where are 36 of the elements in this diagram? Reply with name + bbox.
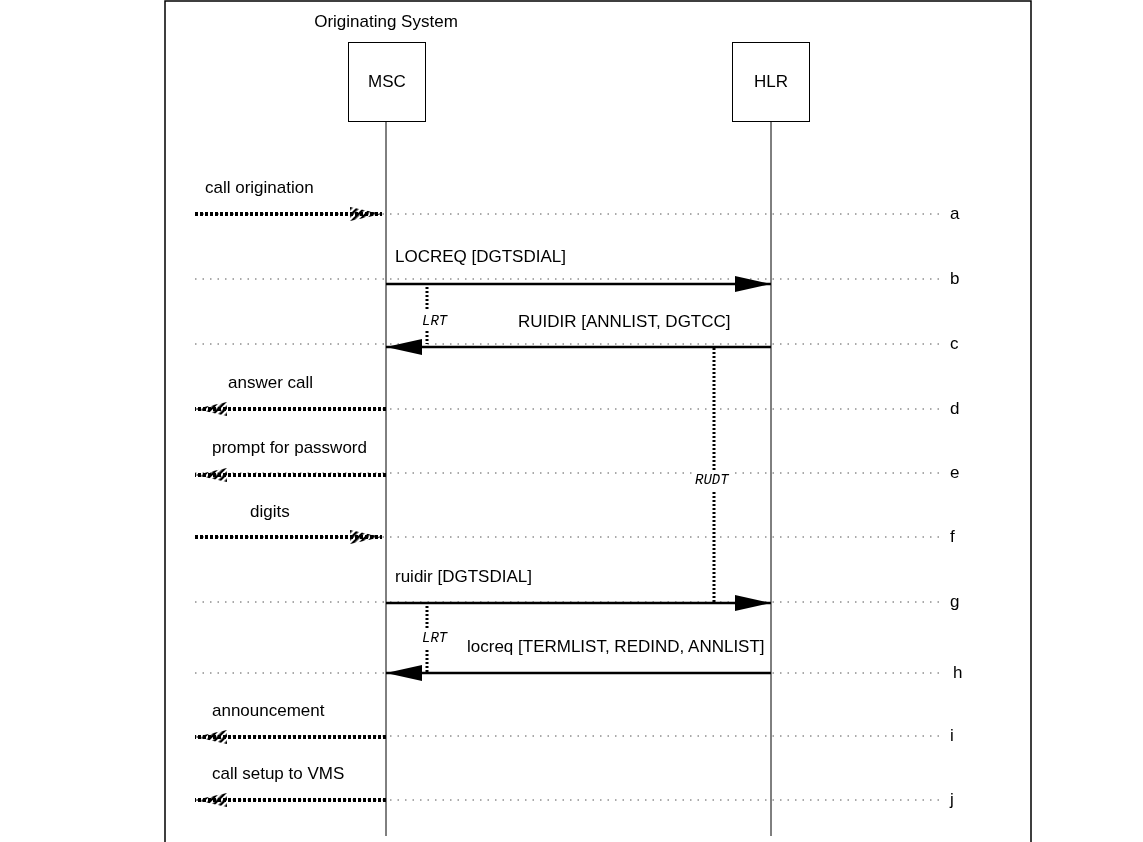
row-letter: d bbox=[950, 399, 960, 419]
system-heading: Originating System bbox=[314, 12, 458, 32]
row-letter: a bbox=[950, 204, 960, 224]
signal-arrow bbox=[195, 530, 382, 544]
edge-label: ruidir [DGTSDIAL] bbox=[395, 567, 532, 587]
row-letter: f bbox=[950, 527, 955, 547]
edge-label: digits bbox=[250, 502, 290, 522]
edge-label: locreq [TERMLIST, REDIND, ANNLIST] bbox=[467, 637, 765, 657]
edge-label: announcement bbox=[212, 701, 325, 721]
row-letter: e bbox=[950, 463, 960, 483]
edge-label: prompt for password bbox=[212, 438, 367, 458]
entity-box: HLR bbox=[732, 42, 810, 122]
message-arrow bbox=[386, 339, 771, 355]
edge-label: LOCREQ [DGTSDIAL] bbox=[395, 247, 566, 267]
message-arrow bbox=[386, 595, 771, 611]
timer-label: LRT bbox=[422, 311, 448, 331]
row-letter: h bbox=[953, 663, 963, 683]
signal-arrow bbox=[195, 207, 382, 221]
message-arrow bbox=[386, 276, 771, 292]
edge-label: RUIDIR [ANNLIST, DGTCC] bbox=[518, 312, 731, 332]
signal-arrow bbox=[195, 793, 386, 807]
edge-label: call setup to VMS bbox=[212, 764, 345, 784]
timer-label: RUDT bbox=[695, 470, 729, 490]
message-arrow bbox=[386, 665, 771, 681]
row-letter: b bbox=[950, 269, 960, 289]
row-letter: g bbox=[950, 592, 960, 612]
row-letter: c bbox=[950, 334, 959, 354]
signal-arrow bbox=[195, 402, 386, 416]
edge-label: call origination bbox=[205, 178, 314, 198]
timer-label: LRT bbox=[422, 628, 448, 648]
signal-arrow bbox=[195, 468, 386, 482]
entity-box: MSC bbox=[348, 42, 426, 122]
row-letter: j bbox=[950, 790, 954, 810]
row-letter: i bbox=[950, 726, 954, 746]
edge-label: answer call bbox=[228, 373, 314, 393]
signal-arrow bbox=[195, 730, 386, 744]
